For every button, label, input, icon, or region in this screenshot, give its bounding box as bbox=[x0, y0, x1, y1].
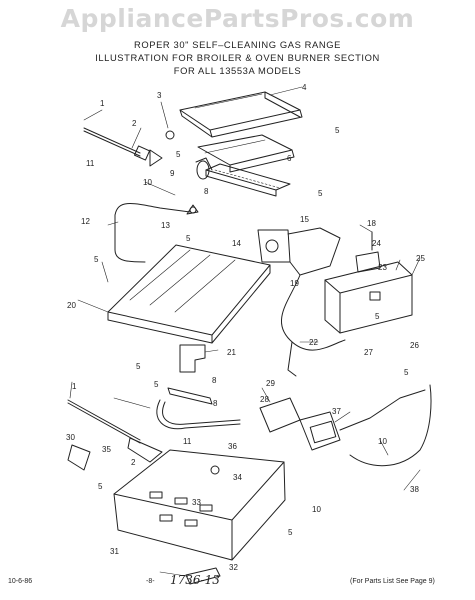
part-callout: 38 bbox=[410, 485, 419, 494]
part-callout: 12 bbox=[81, 217, 90, 226]
part-broiler-venturi bbox=[195, 157, 213, 180]
part-callout: 13 bbox=[161, 221, 170, 230]
title-line-3: FOR ALL 13553A MODELS bbox=[173, 65, 302, 76]
part-control-box bbox=[324, 261, 413, 334]
part-callout: 18 bbox=[367, 219, 376, 228]
part-callout: 5 bbox=[176, 150, 181, 159]
part-callout: 15 bbox=[300, 215, 309, 224]
part-callout: 32 bbox=[229, 563, 238, 572]
part-callout: 35 bbox=[102, 445, 111, 454]
part-broiler-gas-tube bbox=[114, 203, 191, 263]
part-callout: 11 bbox=[183, 437, 192, 446]
part-callout: 30 bbox=[66, 433, 75, 442]
part-callout: 23 bbox=[378, 263, 387, 272]
watermark: AppliancePartsPros.com bbox=[60, 4, 415, 33]
part-callout: 26 bbox=[410, 341, 419, 350]
handwritten-number: 1736-13 bbox=[170, 573, 220, 587]
part-callout: 11 bbox=[86, 159, 95, 168]
part-callout: 8 bbox=[212, 376, 217, 385]
part-callout: 2 bbox=[132, 119, 137, 128]
part-callout: 3 bbox=[157, 91, 162, 100]
part-callout: 6 bbox=[287, 154, 292, 163]
part-callout: 5 bbox=[375, 312, 380, 321]
part-callout: 37 bbox=[332, 407, 341, 416]
parts-list-note: (For Parts List See Page 9) bbox=[350, 578, 435, 585]
part-burner-box bbox=[113, 449, 286, 561]
part-oven-bottom bbox=[107, 244, 271, 344]
part-callout: 34 bbox=[233, 473, 242, 482]
part-32 bbox=[185, 567, 221, 585]
part-callout: 27 bbox=[364, 348, 373, 357]
part-callout: 5 bbox=[404, 368, 409, 377]
part-broiler-shield bbox=[197, 134, 295, 173]
title-line-2: ILLUSTRATION FOR BROILER & OVEN BURNER S… bbox=[95, 52, 380, 63]
part-callout: 20 bbox=[67, 301, 76, 310]
part-callout: 36 bbox=[228, 442, 237, 451]
part-callout: 19 bbox=[290, 279, 299, 288]
part-bracket bbox=[179, 344, 206, 373]
part-broiler-cover bbox=[179, 91, 303, 138]
part-safety-valve bbox=[259, 389, 426, 451]
part-thermostat bbox=[257, 227, 341, 276]
part-gas-supply-tube bbox=[349, 384, 432, 467]
part-callout: 5 bbox=[98, 482, 103, 491]
part-callout: 8 bbox=[204, 187, 209, 196]
part-callout: 2 bbox=[131, 458, 136, 467]
part-callout: 22 bbox=[309, 338, 318, 347]
part-callout: 5 bbox=[154, 380, 159, 389]
part-switch bbox=[355, 231, 381, 273]
part-lower-igniter bbox=[67, 399, 163, 471]
part-callout: 10 bbox=[312, 505, 321, 514]
part-callout: 28 bbox=[260, 395, 269, 404]
part-callout: 14 bbox=[232, 239, 241, 248]
part-callout: 5 bbox=[318, 189, 323, 198]
part-broiler-burner bbox=[205, 163, 291, 197]
part-callout: 4 bbox=[302, 83, 307, 92]
part-callout: 21 bbox=[227, 348, 236, 357]
part-callout: 29 bbox=[266, 379, 275, 388]
part-callout: 24 bbox=[372, 239, 381, 248]
part-upper-igniter bbox=[83, 127, 175, 167]
part-callout: 10 bbox=[378, 437, 387, 446]
part-callout: 25 bbox=[416, 254, 425, 263]
part-callout: 5 bbox=[288, 528, 293, 537]
part-callout: 1 bbox=[72, 382, 77, 391]
part-callout: 5 bbox=[335, 126, 340, 135]
footer-date: 10-6-86 bbox=[8, 578, 33, 585]
part-callout: 9 bbox=[170, 169, 175, 178]
part-callout: 8 bbox=[213, 399, 218, 408]
part-capillary bbox=[280, 274, 346, 351]
part-callout: 31 bbox=[110, 547, 119, 556]
part-callout: 5 bbox=[136, 362, 141, 371]
title-line-1: ROPER 30" SELF–CLEANING GAS RANGE bbox=[133, 39, 342, 50]
part-oven-burner bbox=[156, 387, 241, 430]
part-callout: 1 bbox=[100, 99, 105, 108]
part-callout: 10 bbox=[143, 178, 152, 187]
part-callout: 33 bbox=[192, 498, 201, 507]
part-callout: 5 bbox=[94, 255, 99, 264]
footer-page-mark: -8- bbox=[146, 578, 155, 585]
part-callout: 5 bbox=[186, 234, 191, 243]
